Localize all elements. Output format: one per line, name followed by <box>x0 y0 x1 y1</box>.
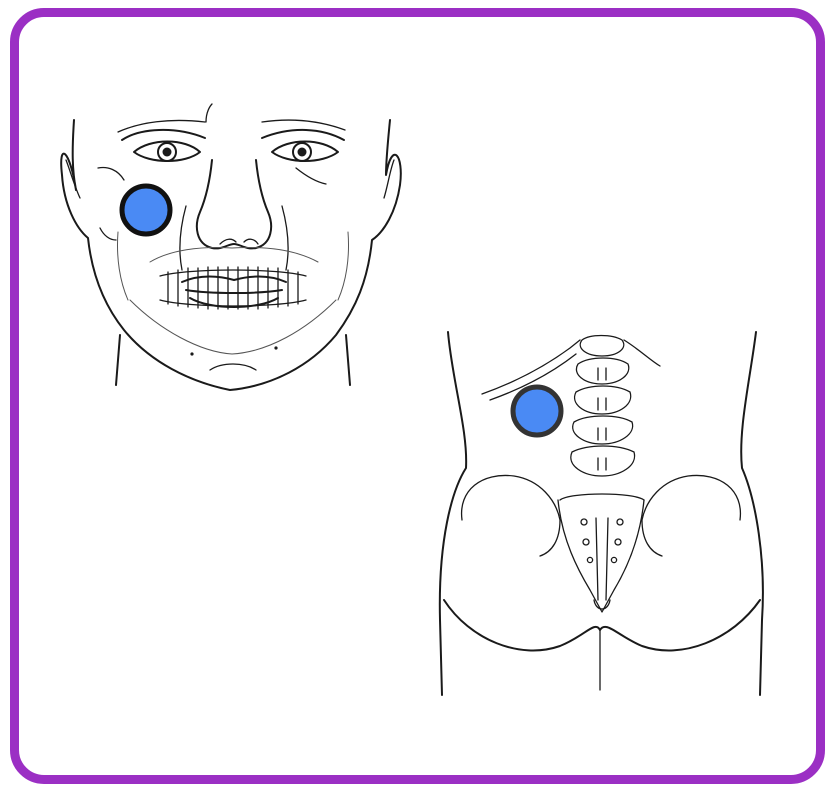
eyebrow-right <box>262 130 344 140</box>
spine <box>571 336 635 477</box>
neck-left <box>116 335 120 385</box>
head-outline <box>61 120 401 390</box>
eye-left <box>134 142 200 162</box>
marker-cheek-point <box>122 186 170 234</box>
teeth <box>160 267 306 309</box>
eyebrow-left <box>122 130 205 140</box>
buttocks <box>444 600 760 650</box>
eye-right <box>272 142 338 162</box>
nose <box>197 160 271 248</box>
neck-right <box>346 335 350 385</box>
torso-left <box>440 332 466 695</box>
chin <box>210 364 256 370</box>
sacrum <box>558 500 644 612</box>
marker-back-point <box>513 387 561 435</box>
lower-back-view <box>440 332 763 695</box>
torso-right <box>741 332 763 695</box>
face-front-view <box>61 104 401 390</box>
rib-right <box>624 340 660 366</box>
pelvis <box>462 475 741 556</box>
